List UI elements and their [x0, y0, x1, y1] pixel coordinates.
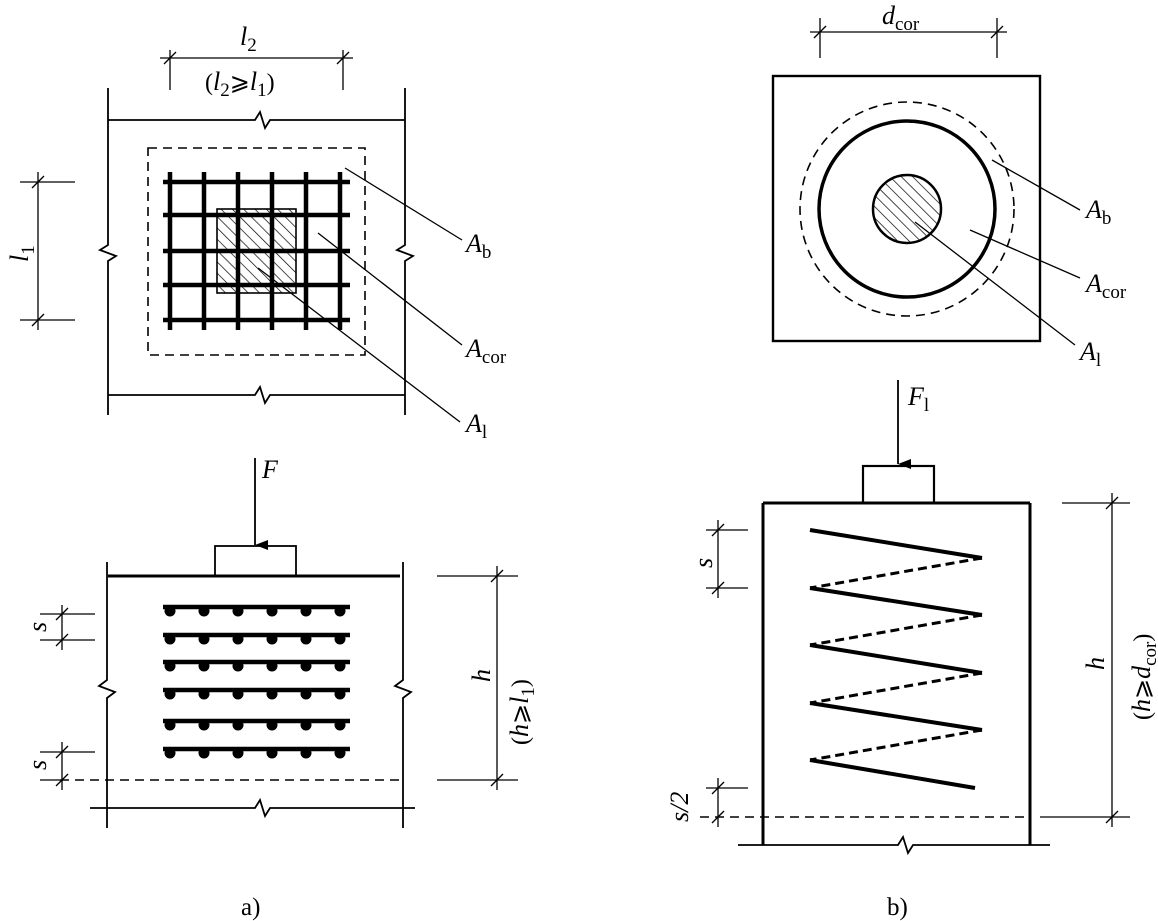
- mesh-bar-dot: [164, 719, 176, 731]
- height-b-condition: (h⩾dcor): [1127, 634, 1158, 720]
- dim-dcor-label: dcor: [882, 1, 920, 35]
- dim-dcor: dcor: [810, 1, 1007, 58]
- spacing-bottom-a-label: s: [23, 760, 52, 770]
- mesh-bar-dot: [300, 633, 312, 645]
- mesh-bar-dot: [164, 747, 176, 759]
- side-left-a: [97, 562, 117, 828]
- mesh-bar-dot: [164, 688, 176, 700]
- load-b-label: Fl: [907, 382, 929, 416]
- dim-l1: l1: [5, 172, 75, 330]
- mesh-bar-dot: [198, 719, 210, 731]
- mesh-bar-dot: [164, 660, 176, 672]
- mesh-bar-dot: [334, 747, 346, 759]
- mesh-bar-dot: [232, 719, 244, 731]
- mesh-bar-dot: [198, 747, 210, 759]
- label-a-ab: Ab: [464, 229, 491, 263]
- dim-l2-condition: (l2⩾l1): [205, 67, 275, 101]
- mesh-bar-dot: [300, 719, 312, 731]
- label-a-acor: Acor: [464, 334, 507, 368]
- height-a-condition: (h⩾l1): [505, 679, 539, 745]
- mesh-layers-a: [163, 604, 350, 759]
- mesh-bar-dot: [334, 719, 346, 731]
- mesh-bar-dot: [232, 747, 244, 759]
- mesh-bar-dot: [232, 633, 244, 645]
- mesh-bar-dot: [334, 688, 346, 700]
- label-b-ab: Ab: [1084, 195, 1111, 229]
- plan-a-leaders: [257, 167, 463, 423]
- caption-b: b): [887, 894, 908, 921]
- spacing-top-a-label: s: [23, 622, 52, 632]
- mesh-bar-dot: [334, 633, 346, 645]
- plan-a-al-area: [216, 208, 297, 294]
- mesh-bar-dot: [334, 605, 346, 617]
- dim-height-a: h (h⩾l1): [437, 566, 539, 790]
- mesh-bar-dot: [164, 605, 176, 617]
- base-break-a: [90, 797, 415, 819]
- height-b-label: h: [1081, 657, 1110, 670]
- spacing-b-label: s: [689, 558, 718, 568]
- spacing-bottom-a: s: [23, 742, 95, 790]
- side-right-a: [393, 562, 413, 828]
- half-spacing-b: s/2: [665, 778, 748, 827]
- plan-b-section: [771, 74, 1042, 343]
- mesh-bar-dot: [198, 605, 210, 617]
- mesh-bar-dot: [334, 660, 346, 672]
- bearing-plate-b: [861, 464, 936, 505]
- mesh-bar-dot: [164, 633, 176, 645]
- mesh-bar-dot: [198, 633, 210, 645]
- mesh-bar-dot: [198, 688, 210, 700]
- mesh-bar-dot: [300, 747, 312, 759]
- figure-b-plan: dcor Ab Acor Al: [771, 1, 1127, 371]
- plan-b-leaders: [914, 159, 1081, 346]
- mesh-bar-dot: [232, 688, 244, 700]
- dim-l1-label: l1: [5, 245, 39, 262]
- mesh-bar-dot: [266, 719, 278, 731]
- plan-a-boundary: [97, 88, 416, 415]
- plan-b-spiral-circle: [817, 119, 997, 299]
- plan-b-ab-circle: [799, 101, 1015, 317]
- spiral-b: [809, 528, 983, 790]
- mesh-bar-dot: [300, 605, 312, 617]
- mesh-bar-dot: [300, 688, 312, 700]
- mesh-bar-dot: [266, 688, 278, 700]
- load-a-label: F: [261, 455, 279, 484]
- mesh-bar-dot: [266, 660, 278, 672]
- mesh-bar-dot: [232, 660, 244, 672]
- height-a-label: h: [467, 669, 496, 682]
- caption-a: a): [241, 894, 260, 921]
- spacing-top-a: s: [23, 605, 95, 650]
- label-a-al: Al: [464, 409, 487, 443]
- mesh-bar-dot: [266, 747, 278, 759]
- dim-height-b: h (h⩾dcor): [1040, 493, 1158, 827]
- base-break-b: [738, 834, 1050, 856]
- figure-a-elevation: F s s: [23, 455, 539, 921]
- plan-a-ab-outline: [147, 147, 366, 356]
- label-b-acor: Acor: [1084, 269, 1127, 303]
- mesh-bar-dot: [232, 605, 244, 617]
- mesh-bar-dot: [266, 633, 278, 645]
- bearing-plate-a: [214, 545, 297, 577]
- label-b-al: Al: [1078, 337, 1101, 371]
- mesh-bar-dot: [300, 660, 312, 672]
- half-spacing-b-label: s/2: [665, 792, 694, 822]
- spacing-b: s: [689, 520, 748, 598]
- dim-l2: l2 (l2⩾l1): [160, 22, 353, 101]
- plan-b-al-area: [871, 173, 943, 245]
- figure-a-plan: l2 (l2⩾l1) l1: [5, 22, 507, 443]
- mesh-bar-dot: [198, 660, 210, 672]
- mesh-bar-dot: [266, 605, 278, 617]
- dim-l2-label: l2: [240, 22, 257, 56]
- figure-b-elevation: Fl s: [665, 380, 1158, 921]
